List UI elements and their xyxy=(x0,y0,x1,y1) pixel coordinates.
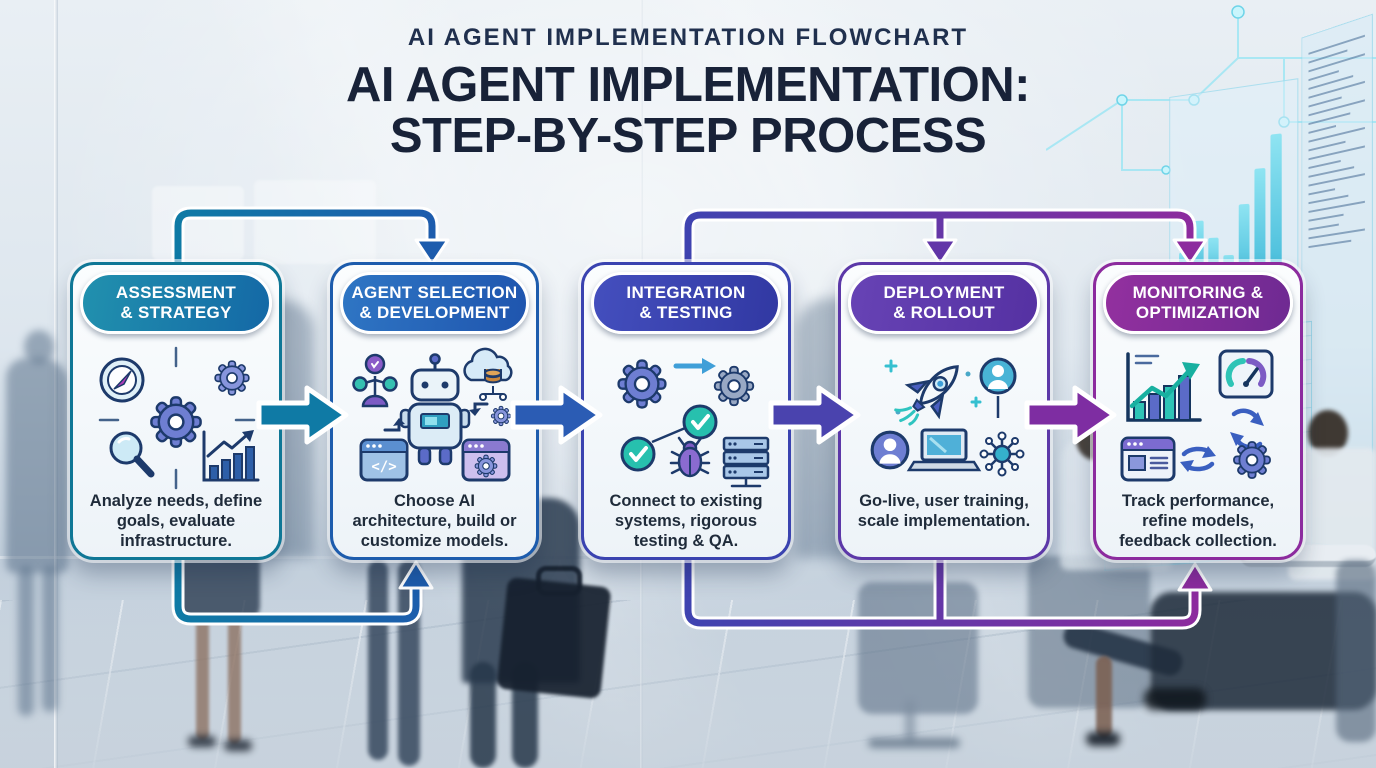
step-title-line: & TESTING xyxy=(639,303,733,322)
link-line xyxy=(651,424,691,444)
briefcase-silhouette xyxy=(496,576,612,700)
small-gear-icon xyxy=(490,405,511,427)
person-silhouette xyxy=(1144,688,1206,710)
header: AI AGENT IMPLEMENTATION FLOWCHART AI AGE… xyxy=(0,24,1376,162)
cycle-arrows-icon xyxy=(1250,412,1264,426)
growth-chart-icon xyxy=(1126,352,1202,422)
compass-icon xyxy=(99,357,145,403)
step-icon-cluster: </> xyxy=(333,341,536,493)
arrow-right-icon xyxy=(673,358,716,374)
cycle-arrows-icon xyxy=(1202,446,1216,458)
step-card-1-assessment-strategy: ASSESSMENT & STRATEGY xyxy=(70,262,282,560)
step-title-line: OPTIMIZATION xyxy=(1135,303,1261,322)
step-title-line: ASSESSMENT xyxy=(115,282,237,302)
robot-icon xyxy=(399,353,470,466)
step-card-3-integration-testing: INTEGRATION & TESTING xyxy=(581,262,791,560)
step-title-line: & ROLLOUT xyxy=(893,303,995,322)
main-title-line-2: STEP-BY-STEP PROCESS xyxy=(389,108,987,163)
network-hub-icon xyxy=(979,431,1025,477)
step-description: Track performance, refine models, feedba… xyxy=(1119,492,1277,551)
wall-screen xyxy=(254,180,376,264)
cycle-arrows-icon xyxy=(1230,432,1244,446)
step-description: Go-live, user training, scale implementa… xyxy=(857,492,1031,531)
magnifier-icon xyxy=(109,431,155,478)
step-card-5-monitoring-optimization: MONITORING & OPTIMIZATION xyxy=(1093,262,1303,560)
cloud-database-icon xyxy=(462,347,512,401)
person-silhouette xyxy=(196,616,209,740)
person-silhouette xyxy=(470,662,496,768)
person-silhouette xyxy=(398,560,420,766)
gear-icon xyxy=(617,359,667,409)
step-title-line: & DEVELOPMENT xyxy=(359,303,510,322)
step-icon-cluster xyxy=(584,341,788,493)
step-icon-cluster xyxy=(1096,341,1300,493)
office-chair-silhouette xyxy=(905,700,915,742)
bar-chart-icon xyxy=(202,430,260,482)
person-silhouette xyxy=(1096,656,1112,738)
step-header: AGENT SELECTION & DEVELOPMENT xyxy=(340,272,529,334)
person-silhouette xyxy=(42,566,58,712)
bug-icon xyxy=(669,436,711,478)
person-silhouette xyxy=(1086,732,1120,746)
step-header: DEPLOYMENT & ROLLOUT xyxy=(848,272,1040,334)
person-silhouette xyxy=(228,616,241,744)
crosshair-ticks-icon xyxy=(98,346,256,490)
gear-icon xyxy=(150,396,202,448)
server-icon xyxy=(722,436,770,488)
person-silhouette xyxy=(18,566,34,716)
elbow-arrow-icon xyxy=(468,408,481,416)
gear-icon xyxy=(713,365,755,407)
step-card-4-deployment-rollout: DEPLOYMENT & ROLLOUT xyxy=(838,262,1050,560)
sparkle-icon xyxy=(965,371,971,377)
person-silhouette xyxy=(224,740,252,751)
cycle-arrows-icon xyxy=(1180,460,1194,472)
person-silhouette xyxy=(6,358,68,573)
step-header: INTEGRATION & TESTING xyxy=(591,272,781,334)
person-silhouette xyxy=(188,736,216,747)
node-tree-icon xyxy=(351,353,398,408)
gauge-icon xyxy=(1218,349,1274,399)
elbow-arrow-icon xyxy=(392,418,405,426)
tech-wall xyxy=(1046,0,1376,620)
sparkle-icon xyxy=(884,359,982,408)
step-icon-cluster xyxy=(841,341,1047,493)
step-icon-cluster xyxy=(73,341,279,493)
laptop-icon xyxy=(906,428,982,472)
code-window-icon: </> xyxy=(359,438,408,482)
gear-icon xyxy=(1233,441,1271,479)
step-title-line: & STRATEGY xyxy=(120,303,232,322)
person-silhouette xyxy=(368,560,388,760)
check-circle-icon xyxy=(620,436,656,472)
step-title-line: AGENT SELECTION xyxy=(351,282,518,302)
step-header: ASSESSMENT & STRATEGY xyxy=(80,272,272,334)
step-header: MONITORING & OPTIMIZATION xyxy=(1103,272,1293,334)
step-description: Choose AI architecture, build or customi… xyxy=(352,492,517,551)
main-title-line-1: AI AGENT IMPLEMENTATION: xyxy=(346,58,1030,112)
step-title-line: INTEGRATION xyxy=(626,282,746,302)
flowchart-kicker: AI AGENT IMPLEMENTATION FLOWCHART xyxy=(407,24,969,51)
office-chair-silhouette xyxy=(858,582,978,714)
main-title: AI AGENT IMPLEMENTATION: STEP-BY-STEP PR… xyxy=(0,60,1376,162)
user-avatar-icon xyxy=(870,430,910,470)
small-gear-icon xyxy=(214,360,250,396)
office-chair-silhouette xyxy=(868,738,960,748)
step-description: Connect to existing systems, rigorous te… xyxy=(609,492,763,551)
svg-text:</>: </> xyxy=(371,459,396,475)
step-title-line: DEPLOYMENT xyxy=(883,282,1005,302)
step-title-line: MONITORING & xyxy=(1132,282,1264,302)
wall-screen xyxy=(152,186,244,260)
office-chair-silhouette xyxy=(1336,560,1376,742)
browser-window-icon xyxy=(1120,436,1176,482)
user-avatar-icon xyxy=(979,357,1017,395)
gear-window-icon xyxy=(461,438,510,482)
step-description: Analyze needs, define goals, evaluate in… xyxy=(89,492,263,551)
step-card-2-agent-selection-development: AGENT SELECTION & DEVELOPMENT xyxy=(330,262,539,560)
person-silhouette xyxy=(178,556,260,622)
rocket-icon xyxy=(894,365,959,426)
check-circle-icon xyxy=(682,404,718,440)
